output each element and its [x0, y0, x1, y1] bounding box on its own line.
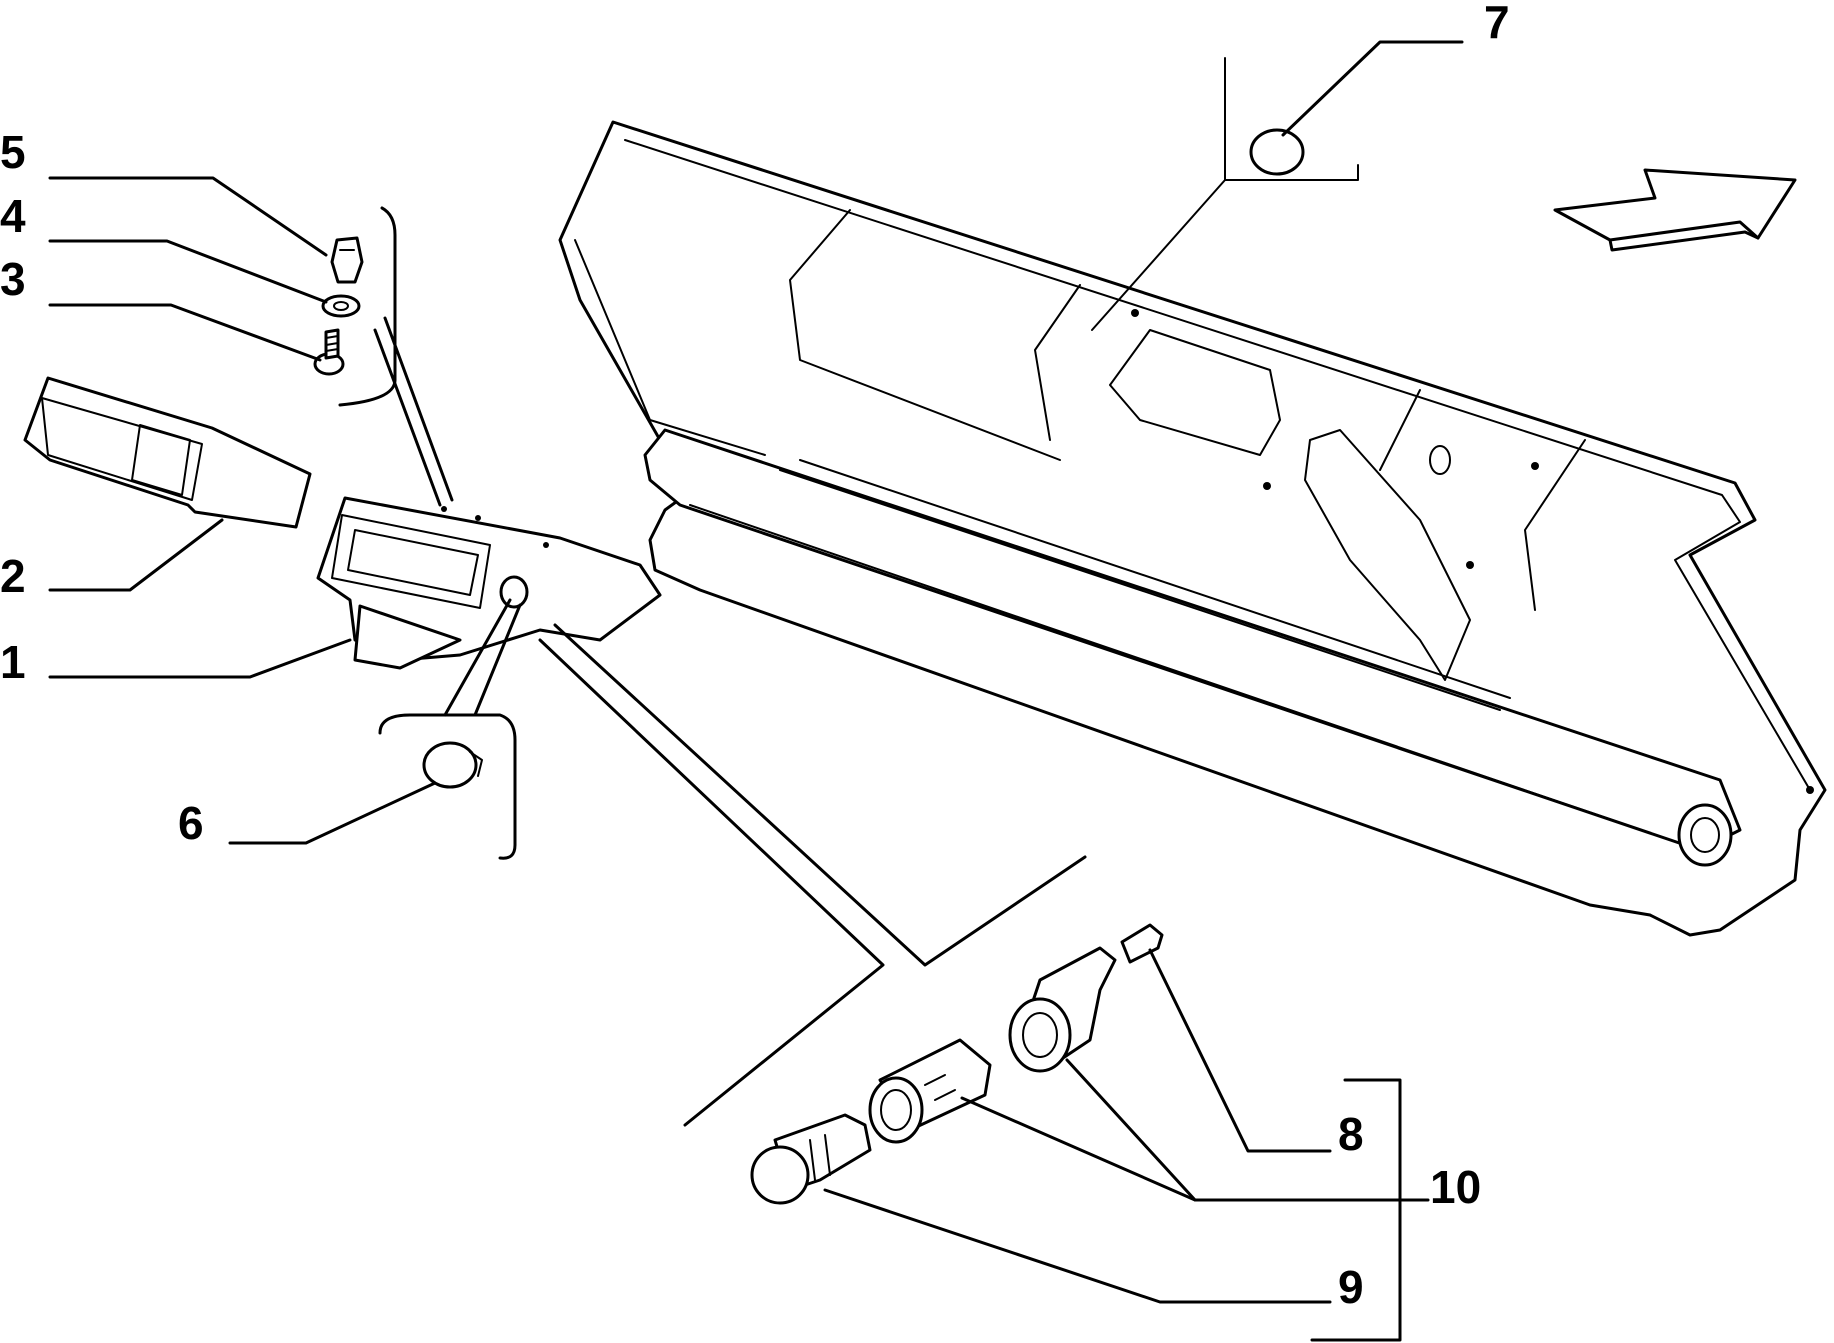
callout-2: 2: [0, 550, 26, 602]
callout-10: 10: [1430, 1161, 1481, 1213]
part-8-bulb: [1120, 923, 1164, 964]
callout-3: 3: [0, 253, 26, 305]
leader-lines: [48, 40, 1464, 1304]
part-4-washer: [321, 294, 361, 318]
part-7-plug: [1249, 128, 1305, 176]
part-10-socket: [1008, 946, 1117, 1073]
callout-6: 6: [178, 797, 204, 849]
part-1-housing: [316, 496, 662, 670]
dashboard-panel: [558, 120, 1827, 937]
bracket-8-10-9: [1310, 1078, 1402, 1342]
part-2-bezel: [23, 376, 312, 529]
direction-arrow-icon: [1553, 168, 1797, 252]
callout-4: 4: [0, 190, 26, 242]
part-3-screw: [313, 328, 345, 376]
callout-labels: 1 2 3 4 5 6 7 8 9 10: [0, 0, 1510, 1313]
part-10-sleeve: [868, 1038, 992, 1144]
callout-1: 1: [0, 636, 26, 688]
callout-7: 7: [1484, 0, 1510, 48]
bracket-6: [378, 713, 517, 860]
part-6-cap: [422, 741, 483, 789]
callout-8: 8: [1338, 1108, 1364, 1160]
callout-9: 9: [1338, 1261, 1364, 1313]
part-5-clip: [330, 236, 364, 284]
callout-5: 5: [0, 126, 26, 178]
part-9-lighter-plug: [750, 1113, 872, 1205]
